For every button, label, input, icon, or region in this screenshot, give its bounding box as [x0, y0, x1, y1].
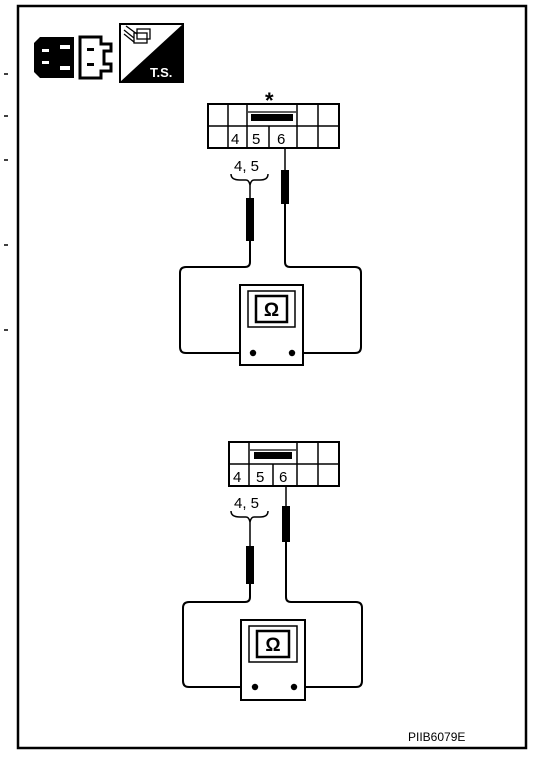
connector-disconnect-icon	[34, 35, 113, 80]
pin-label-6: 6	[279, 469, 287, 486]
ts-label: T.S.	[150, 65, 172, 80]
left-test-lead-2	[182, 522, 254, 688]
connector-1	[207, 103, 340, 149]
ohm-symbol: Ω	[264, 300, 279, 321]
ohmmeter-2: Ω	[240, 619, 306, 701]
meter-terminal-left	[251, 683, 259, 691]
margin-ticks	[4, 73, 8, 331]
pin-label-4: 4	[233, 469, 241, 486]
probe-label: 4, 5	[234, 158, 259, 175]
probe-brace	[230, 510, 269, 523]
asterisk-marker: *	[265, 88, 274, 113]
meter-terminal-right	[290, 683, 298, 691]
pin-label-4: 4	[231, 131, 239, 148]
right-test-lead-2	[282, 486, 363, 688]
ohm-symbol: Ω	[265, 635, 280, 656]
connector-lock-1	[251, 114, 293, 121]
figure-frame	[16, 4, 528, 750]
connector-lock-2	[254, 452, 292, 459]
diagram-2: 4 5 6 4, 5 Ω	[182, 441, 363, 701]
ohmmeter-1: Ω	[239, 284, 304, 366]
meter-terminal-right	[288, 349, 296, 357]
pin-label-5: 5	[252, 131, 260, 148]
probe-label: 4, 5	[234, 495, 259, 512]
harness-ts-icon: T.S.	[119, 23, 184, 83]
figure-code: PIIB6079E	[408, 730, 465, 744]
diagram-1: * 4 5 6 4, 5 Ω	[179, 88, 362, 366]
probe-brace	[230, 173, 269, 186]
meter-terminal-left	[249, 349, 257, 357]
connector-2	[228, 441, 340, 487]
right-test-lead-1	[281, 148, 362, 354]
pin-label-5: 5	[256, 469, 264, 486]
left-test-lead-1	[179, 185, 254, 354]
pin-label-6: 6	[277, 131, 285, 148]
